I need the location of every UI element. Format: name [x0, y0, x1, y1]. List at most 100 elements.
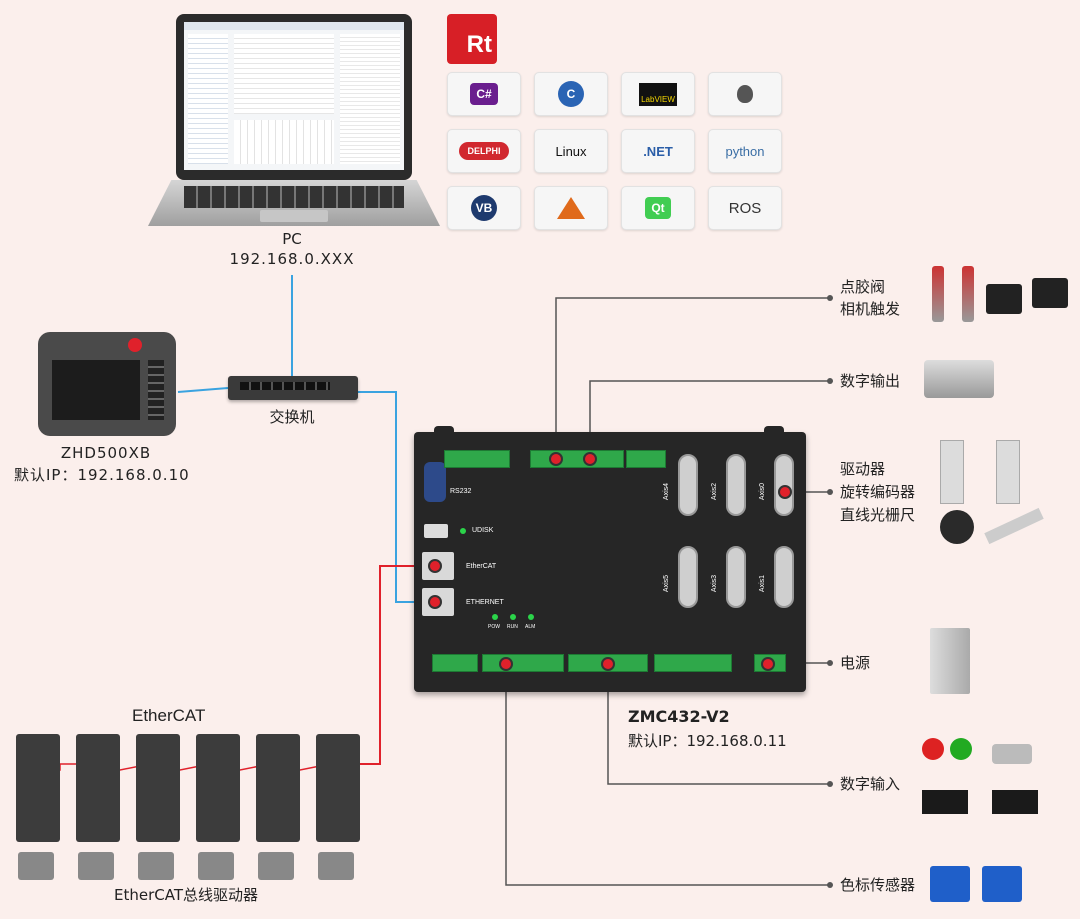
encoder-label: 旋转编码器 — [840, 483, 916, 501]
controller-model: ZMC432-V2 — [628, 707, 730, 726]
marker-in-a — [499, 657, 513, 671]
marker-ethercat — [428, 559, 442, 573]
out-terminal-2 — [626, 450, 666, 468]
tile-csharp: C# — [447, 72, 521, 116]
pow-label: POW — [488, 624, 500, 630]
marker-out-a — [549, 452, 563, 466]
rt-logo: Rt — [447, 14, 497, 64]
driver-label: 驱动器 — [840, 460, 886, 478]
laptop-screen — [184, 22, 404, 170]
hmi-estop — [128, 338, 142, 352]
pow-led — [492, 614, 498, 620]
linux-icon: Linux — [555, 143, 587, 159]
tile-matlab — [534, 186, 608, 230]
ethernet-label: ETHERNET — [466, 599, 504, 606]
tile-ros: ROS — [708, 186, 782, 230]
run-label: RUN — [507, 624, 518, 630]
apple-icon — [737, 85, 753, 103]
udisk-led — [460, 528, 466, 534]
ros-icon: ROS — [728, 199, 762, 217]
axis1-label: Axis1 — [759, 574, 767, 593]
marker-in-b — [601, 657, 615, 671]
laptop-image — [148, 14, 440, 226]
qt-icon: Qt — [645, 197, 671, 219]
run-led — [510, 614, 516, 620]
tile-dotnet: .NET — [621, 129, 695, 173]
delphi-icon: DELPHI — [459, 142, 509, 160]
axis4-label: Axis4 — [663, 482, 671, 501]
photo-sensor-image — [922, 790, 1042, 818]
servo-motor-6 — [318, 852, 354, 880]
rs232-port — [424, 462, 446, 502]
tile-qt: Qt — [621, 186, 695, 230]
power-supply-image — [930, 628, 970, 694]
axis0-label: Axis0 — [759, 482, 767, 501]
axis3-connector — [726, 546, 746, 608]
axis3-label: Axis3 — [711, 574, 719, 593]
hmi-device — [38, 332, 176, 436]
servo-motor-3 — [138, 852, 174, 880]
pc-label: PC — [282, 230, 302, 248]
ethercat-drive-4 — [196, 734, 240, 842]
axis5-connector — [678, 546, 698, 608]
encoder-image — [940, 510, 974, 544]
can-terminal — [444, 450, 510, 468]
digital-out-label: 数字输出 — [840, 372, 901, 390]
digital-in-label: 数字输入 — [840, 775, 901, 793]
alm-led — [528, 614, 534, 620]
dispense-label: 点胶阀 — [840, 278, 886, 296]
camera-label: 相机触发 — [840, 300, 901, 318]
hmi-ip: 默认IP：192.168.0.10 — [14, 466, 190, 484]
marker-ethernet — [428, 595, 442, 609]
controller-ip: 默认IP：192.168.0.11 — [628, 732, 787, 750]
cylinder-image — [924, 360, 994, 398]
marker-out-b — [583, 452, 597, 466]
grating-label: 直线光栅尺 — [840, 506, 916, 524]
prox-sensor-image — [992, 744, 1032, 764]
ethercat-drive-3 — [136, 734, 180, 842]
tile-vb: VB — [447, 186, 521, 230]
ethercat-drive-1 — [16, 734, 60, 842]
camera-image — [986, 278, 1076, 318]
dotnet-icon: .NET — [643, 143, 673, 159]
ethercat-logo: EtherCAT — [132, 706, 206, 725]
digital-in-line — [607, 664, 830, 785]
switch-label: 交换机 — [269, 408, 315, 426]
color-sensor-line — [505, 664, 830, 886]
ethercat-drive-6 — [316, 734, 360, 842]
dispense-line — [555, 297, 830, 458]
hmi-screen — [52, 360, 140, 420]
tile-apple — [708, 72, 782, 116]
drives-label: EtherCAT总线驱动器 — [114, 886, 258, 904]
ethercat-drive-2 — [76, 734, 120, 842]
servo-motor-1 — [18, 852, 54, 880]
in-terminal-1 — [482, 654, 564, 672]
axis4-connector — [678, 454, 698, 516]
servo-motor-5 — [258, 852, 294, 880]
tile-labview: LabVIEW — [621, 72, 695, 116]
servo-motor-2 — [78, 852, 114, 880]
udisk-port — [424, 524, 448, 538]
controller-board: RS232 UDISK EtherCAT ETHERNET POW RUN AL… — [414, 426, 806, 692]
labview-icon: LabVIEW — [639, 82, 677, 106]
alm-label: ALM — [525, 624, 536, 630]
axis2-connector — [726, 454, 746, 516]
marker-axis0 — [778, 485, 792, 499]
switch-device — [228, 376, 358, 400]
udisk-label: UDISK — [472, 527, 494, 534]
axis2-label: Axis2 — [711, 482, 719, 501]
buttons-image — [922, 738, 978, 772]
servo-motor-4 — [198, 852, 234, 880]
ethercat-label: EtherCAT — [466, 563, 497, 570]
aux-terminal — [432, 654, 478, 672]
vb-icon: VB — [471, 195, 497, 221]
dispense-valve-image — [924, 266, 988, 328]
c-icon: C — [558, 81, 584, 107]
hmi-label: ZHD500XB — [60, 444, 152, 462]
in-terminal-3 — [654, 654, 732, 672]
tile-linux: Linux — [534, 129, 608, 173]
color-sensor-label: 色标传感器 — [840, 876, 916, 894]
marker-power — [761, 657, 775, 671]
tile-python: python — [708, 129, 782, 173]
power-label: 电源 — [840, 654, 871, 672]
